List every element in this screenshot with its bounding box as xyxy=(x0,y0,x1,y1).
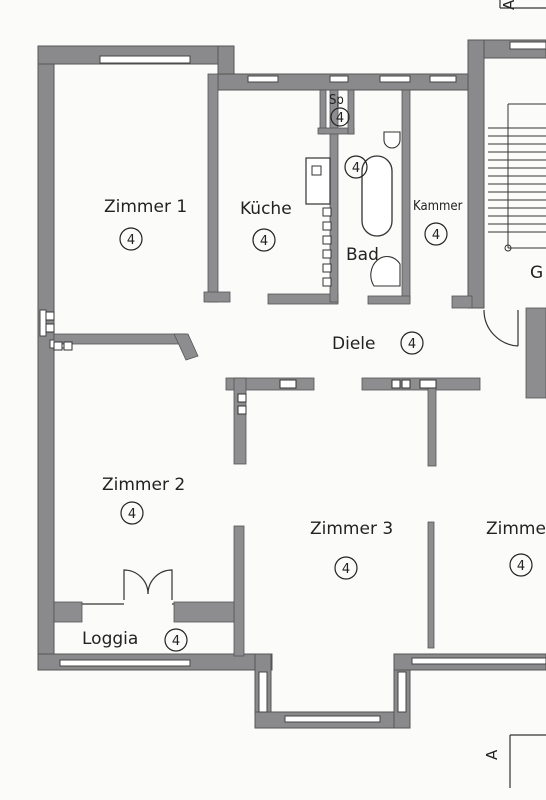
room-zimmer1: Zimmer 1 4 xyxy=(104,197,187,251)
room-number: 4 xyxy=(408,337,416,352)
room-loggia: Loggia 4 xyxy=(82,628,188,652)
interior-walls xyxy=(53,73,546,657)
windows xyxy=(39,41,546,723)
room-zimmer4: Zimmer 4 xyxy=(486,519,546,577)
room-number-circle xyxy=(424,222,448,246)
room-number: 4 xyxy=(342,562,350,577)
room-name: Sp xyxy=(329,93,344,108)
room-name: Küche xyxy=(240,199,292,219)
doors xyxy=(82,309,519,605)
room-number-circle xyxy=(334,556,358,580)
room-number-circle xyxy=(119,227,143,251)
room-name: Diele xyxy=(332,334,375,354)
stair-label: G xyxy=(530,263,543,283)
room-number: 4 xyxy=(172,634,180,649)
room-number-circle xyxy=(164,628,188,652)
staircase: G xyxy=(488,103,546,283)
room-number-circle xyxy=(120,501,144,525)
room-number-circle xyxy=(509,553,533,577)
section-marker-top: A xyxy=(500,0,518,10)
room-name: Loggia xyxy=(82,629,138,649)
room-number-circle xyxy=(330,107,350,127)
room-diele: Diele 4 xyxy=(332,331,424,355)
fixtures xyxy=(45,131,437,415)
room-name: Zimmer 1 xyxy=(104,197,187,217)
room-zimmer3: Zimmer 3 4 xyxy=(310,519,393,580)
room-kueche: Küche 4 xyxy=(240,199,292,252)
room-name: Kammer xyxy=(413,199,463,214)
room-name: Zimmer xyxy=(486,519,546,539)
room-name: Bad xyxy=(346,245,379,265)
room-number-circle xyxy=(400,331,424,355)
room-number: 4 xyxy=(352,161,360,176)
room-number-circle xyxy=(344,155,368,179)
section-marker-bottom: A xyxy=(483,749,501,760)
room-number: 4 xyxy=(517,559,525,574)
room-name: Zimmer 2 xyxy=(102,475,185,495)
room-number: 4 xyxy=(260,234,268,249)
room-number: 4 xyxy=(128,507,136,522)
room-sp: Sp 4 xyxy=(329,93,350,127)
room-number: 4 xyxy=(336,111,344,126)
room-number-circle xyxy=(252,228,276,252)
room-zimmer2: Zimmer 2 4 xyxy=(102,475,185,525)
room-number: 4 xyxy=(127,233,135,248)
room-number: 4 xyxy=(432,228,440,243)
section-markers: A A xyxy=(483,0,546,788)
room-bad: 4 Bad xyxy=(344,155,379,265)
room-kammer: Kammer 4 xyxy=(413,199,463,246)
room-name: Zimmer 3 xyxy=(310,519,393,539)
